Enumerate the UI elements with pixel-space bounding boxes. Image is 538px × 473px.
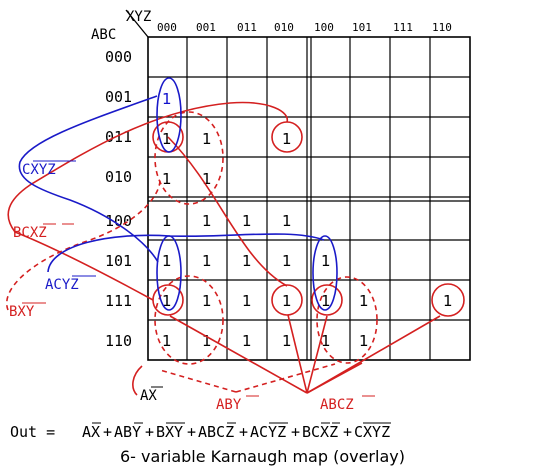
- cell-r8-c2: 1: [202, 332, 212, 350]
- formula-plus-5: +: [291, 423, 300, 441]
- grid: [147, 36, 471, 361]
- group-dashed-b-upper: [154, 111, 224, 205]
- column-variable-label: XYZ: [126, 9, 151, 25]
- formula-term-3: BXY: [156, 423, 183, 441]
- cell-r6-c2: 1: [202, 252, 212, 270]
- cell-r8-c4: 1: [282, 332, 292, 350]
- group-dashed-b-lower: [154, 275, 224, 365]
- cell-r5-c4: 1: [282, 212, 292, 230]
- formula-plus-3: +: [187, 423, 196, 441]
- row-headers: 000 001 011 010 100 101 111 110: [105, 48, 132, 350]
- group-blue-upper: [156, 77, 182, 153]
- row-header-5: 100: [105, 212, 132, 230]
- connector-bcxz-lower: [14, 231, 154, 301]
- connector-abcz-4: [306, 315, 441, 394]
- cell-r6-c5: 1: [321, 252, 331, 270]
- col-header-1: 000: [157, 21, 177, 34]
- cell-r3-c4: 1: [282, 130, 292, 148]
- group-circle-r7c8: [431, 283, 465, 317]
- col-header-8: 110: [432, 21, 452, 34]
- red-groupings: [5, 101, 465, 396]
- col-header-4: 010: [274, 21, 294, 34]
- cell-r6-c3: 1: [242, 252, 252, 270]
- row-header-6: 101: [105, 252, 132, 270]
- cell-r2-c1: 1: [162, 90, 172, 108]
- formula-plus-1: +: [103, 423, 112, 441]
- formula-plus-4: +: [239, 423, 248, 441]
- cell-r6-c4: 1: [282, 252, 292, 270]
- label-bxy: BXY: [9, 304, 35, 320]
- connector-aby-1: [159, 369, 237, 393]
- connector-red-mid: [167, 136, 288, 287]
- group-circle-r7c5: [311, 284, 343, 316]
- connector-bxy: [5, 179, 161, 311]
- formula: Out = AX + ABY + BXY + ABCZ + ACYZ + BCX…: [10, 422, 391, 441]
- col-header-5: 100: [314, 21, 334, 34]
- cell-r8-c5: 1: [321, 332, 331, 350]
- row-header-4: 010: [105, 168, 132, 186]
- cell-r8-c1: 1: [162, 332, 172, 350]
- connector-aby-2: [235, 363, 336, 393]
- connector-acyz: [47, 233, 325, 273]
- cell-r8-c6: 1: [359, 332, 369, 350]
- formula-term-5: ACYZ: [250, 423, 286, 441]
- label-acyz: ACYZ: [45, 277, 79, 293]
- formula-plus-2: +: [145, 423, 154, 441]
- group-labels: CXYZ BCXZ ACYZ BXY AX ABY ABCZ: [9, 160, 375, 413]
- diagram-caption: 6- variable Karnaugh map (overlay): [120, 447, 405, 466]
- group-blue-right: [312, 235, 338, 311]
- cell-r7-c2: 1: [202, 292, 212, 310]
- row-header-7: 111: [105, 292, 132, 310]
- connector-abcz-5: [169, 315, 308, 394]
- blue-groupings: [18, 77, 338, 311]
- cell-r8-c3: 1: [242, 332, 252, 350]
- cell-r7-c1: 1: [162, 292, 172, 310]
- col-header-6: 101: [352, 21, 372, 34]
- cell-r5-c1: 1: [162, 212, 172, 230]
- formula-term-2: ABY: [114, 423, 141, 441]
- label-cxyz: CXYZ: [22, 162, 56, 178]
- cell-r7-c3: 1: [242, 292, 252, 310]
- label-aby: ABY: [216, 397, 242, 413]
- formula-term-7: CXYZ: [354, 423, 390, 441]
- cell-values: 1 1 1 1 1 1 1 1 1 1 1 1 1 1 1 1 1 1 1 1 …: [162, 90, 453, 350]
- cell-r5-c3: 1: [242, 212, 252, 230]
- group-circle-r7c4: [271, 284, 303, 316]
- col-header-7: 111: [393, 21, 413, 34]
- group-dashed-abcz: [316, 276, 378, 364]
- cell-r7-c6: 1: [359, 292, 369, 310]
- cell-r7-c8: 1: [443, 292, 453, 310]
- formula-term-6: BCXZ: [302, 423, 338, 441]
- cell-r7-c5: 1: [321, 292, 331, 310]
- row-variable-label: ABC: [91, 27, 116, 43]
- cell-r6-c1: 1: [162, 252, 172, 270]
- col-header-3: 011: [237, 21, 257, 34]
- cell-r3-c1: 1: [162, 130, 172, 148]
- label-bcxz: BCXZ: [13, 225, 47, 241]
- row-header-8: 110: [105, 332, 132, 350]
- formula-term-1: AX: [82, 423, 100, 441]
- column-headers: 000 001 011 010 100 101 111 110: [157, 21, 452, 34]
- connector-cxyz: [18, 95, 159, 263]
- row-header-2: 001: [105, 88, 132, 106]
- cell-r7-c4: 1: [282, 292, 292, 310]
- label-abcz: ABCZ: [320, 397, 354, 413]
- connector-abcz-2: [306, 315, 328, 394]
- formula-prefix: Out =: [10, 423, 55, 441]
- corner-header: XYZ ABC: [91, 9, 151, 43]
- formula-term-4: ABCZ: [198, 423, 234, 441]
- connector-abcz-1: [287, 314, 308, 394]
- label-ax: AX: [140, 388, 157, 404]
- cell-r4-c1: 1: [162, 170, 172, 188]
- bracket-ax: [132, 365, 143, 396]
- cell-r5-c2: 1: [202, 212, 212, 230]
- col-header-2: 001: [196, 21, 216, 34]
- connector-bcxz: [7, 101, 288, 233]
- cell-r4-c2: 1: [202, 170, 212, 188]
- formula-plus-6: +: [343, 423, 352, 441]
- row-header-1: 000: [105, 48, 132, 66]
- cell-r3-c2: 1: [202, 130, 212, 148]
